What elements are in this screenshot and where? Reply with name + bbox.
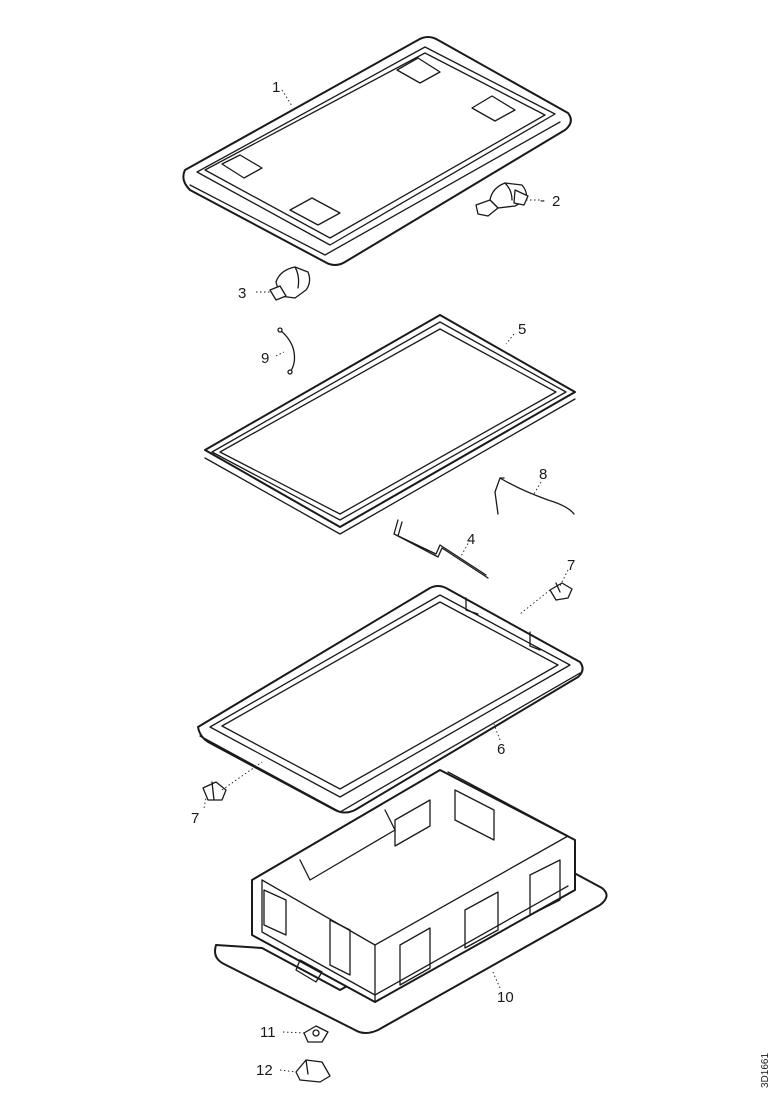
part-2-hinge	[475, 182, 529, 217]
part-1-lid	[182, 36, 572, 266]
callout-4: 4	[467, 531, 475, 548]
callout-8: 8	[539, 466, 547, 483]
leader-lines	[203, 89, 569, 1073]
callout-1: 1	[272, 79, 280, 96]
part-6-flange-frame	[197, 585, 584, 814]
callout-2: 2	[552, 193, 560, 210]
part-5-frame	[204, 314, 576, 535]
callout-7-lower: 7	[191, 810, 199, 827]
part-10-base	[214, 769, 608, 1034]
part-11-clip	[303, 1025, 329, 1043]
part-3-hinge	[269, 266, 311, 301]
part-4-wire	[393, 519, 489, 579]
part-9-wire	[277, 327, 296, 375]
part-8-rod	[494, 477, 575, 515]
callout-3: 3	[238, 285, 246, 302]
document-id: 3D1661	[760, 1053, 771, 1088]
part-7-clip-lower	[202, 781, 227, 801]
callout-9: 9	[261, 350, 269, 367]
callout-6: 6	[497, 741, 505, 758]
callout-11: 11	[260, 1024, 276, 1041]
callout-5: 5	[518, 321, 526, 338]
callout-2-dash: -	[540, 192, 545, 209]
callout-labels: 1 - 2 3 9 5 8 4 7 6 7 10 11 12	[191, 79, 575, 1079]
callout-12: 12	[256, 1062, 273, 1079]
part-7-clip-upper	[549, 582, 573, 601]
callout-7-upper: 7	[567, 557, 575, 574]
part-12-bracket	[295, 1059, 331, 1083]
callout-10: 10	[497, 989, 514, 1006]
